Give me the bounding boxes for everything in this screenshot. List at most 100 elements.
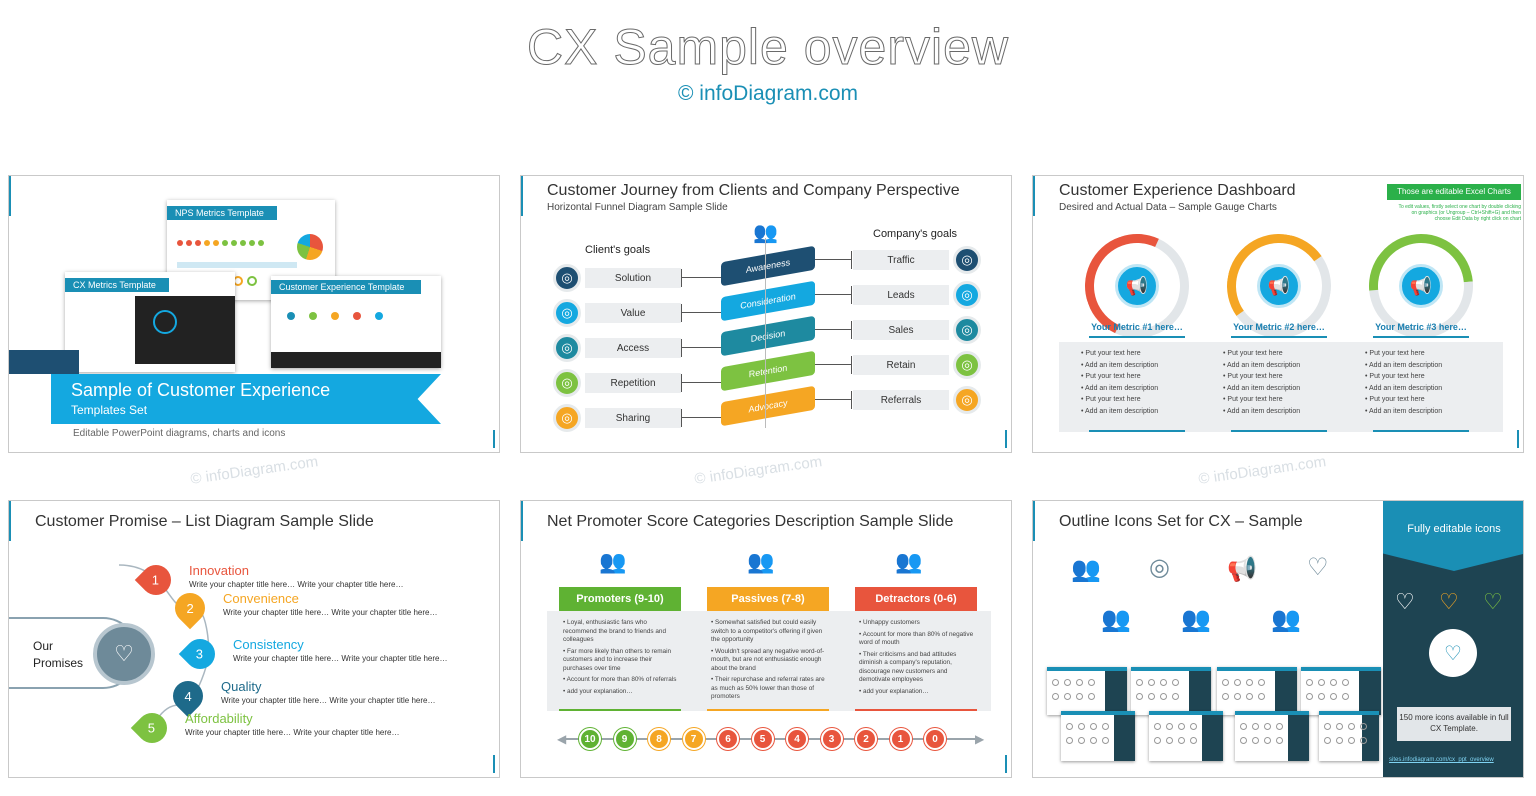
heart-hand-icon: ♡ — [93, 623, 155, 685]
target-icon: ◎ — [553, 404, 581, 432]
clients-goals-label: Client's goals — [585, 244, 651, 256]
metric-label: Your Metric #1 here… — [1091, 322, 1183, 332]
slide-title: Customer Promise – List Diagram Sample S… — [35, 513, 374, 530]
heart-hand-icon: ♡ — [1395, 589, 1415, 614]
nps-score-circle: 0 — [924, 728, 946, 750]
slide-subtitle: Horizontal Funnel Diagram Sample Slide — [547, 202, 728, 213]
template-link[interactable]: sites.infodiagram.com/cx_ppt_overview — [1389, 757, 1494, 763]
panel-note: 150 more icons available in full CX Temp… — [1397, 707, 1511, 741]
icon-sheet-thumbnail — [1047, 667, 1127, 715]
funnel-stage: Consideration — [721, 280, 815, 322]
funnel-stage: Decision — [721, 315, 815, 357]
megaphone-icon: 📢 — [1115, 264, 1159, 308]
page-title: CX Sample overview — [526, 19, 1010, 76]
metric-label: Your Metric #3 here… — [1375, 322, 1467, 332]
banner-subtitle: Templates Set — [71, 403, 148, 417]
slide-thumbnail-nps[interactable]: Net Promoter Score Categories Descriptio… — [520, 500, 1012, 778]
icon-sheet-thumbnail — [1131, 667, 1211, 715]
heart-hand-icon: ♡ — [1483, 589, 1503, 614]
target-icon: ◎ — [953, 351, 981, 379]
target-icon: ◎ — [553, 299, 581, 327]
copyright: © infoDiagram.com — [677, 82, 859, 105]
nps-score-circle: 7 — [682, 728, 705, 750]
banner: Sample of Customer Experience Templates … — [51, 374, 441, 424]
metric-bullets: Put your text hereAdd an item descriptio… — [1365, 348, 1442, 417]
target-icon: ◎ — [1149, 554, 1170, 581]
funnel-stage: Awareness — [721, 245, 815, 287]
icon-sheet-thumbnail — [1235, 711, 1309, 761]
promoter-icon: 👥 — [1101, 606, 1131, 633]
heart-hand-icon: ♡ — [1439, 589, 1459, 614]
watermark: © infoDiagram.com — [1197, 453, 1328, 488]
nps-category-header: Passives (7-8) — [707, 587, 829, 611]
target-icon: ◎ — [953, 246, 981, 274]
funnel-stage: Retention — [721, 350, 815, 392]
slide-thumbnail-outline-icons[interactable]: Outline Icons Set for CX – Sample Fully … — [1032, 500, 1524, 778]
excel-note: To edit values, firstly select one chart… — [1398, 204, 1521, 222]
client-goal-bar: Repetition — [585, 373, 681, 393]
company-goal-bar: Traffic — [853, 250, 949, 270]
nps-category-bullets: Unhappy customersAccount for more than 8… — [859, 619, 975, 699]
slide-thumbnail-dashboard[interactable]: Customer Experience Dashboard Desired an… — [1032, 175, 1524, 453]
nps-score-circle: 6 — [717, 728, 739, 750]
nps-score-circle: 1 — [889, 728, 912, 750]
nps-category-header: Promoters (9-10) — [559, 587, 681, 611]
nps-dots — [177, 240, 264, 246]
target-icon: ◎ — [953, 281, 981, 309]
people-icon: 👥 — [1071, 556, 1101, 583]
detractor-icon: 👥 — [1181, 606, 1211, 633]
excel-badge: Those are editable Excel Charts — [1387, 184, 1521, 200]
slide-thumbnail-overview[interactable]: NPS Metrics Template CX Metrics Template… — [8, 175, 500, 453]
company-goal-bar: Referrals — [853, 390, 949, 410]
nps-score-circle: 4 — [786, 728, 808, 750]
nps-category-bullets: Loyal, enthusiastic fans who recommend t… — [563, 619, 679, 699]
nps-score-circle: 10 — [579, 728, 601, 750]
ce-template-card: Customer Experience Template — [271, 276, 441, 368]
people-icon: 👥 — [753, 222, 778, 244]
icons-panel: Fully editable icons ♡ ♡ ♡ ♡ 150 more ic… — [1383, 501, 1523, 777]
heart-hand-icon: ♡ — [1307, 554, 1329, 581]
caption: Editable PowerPoint diagrams, charts and… — [73, 428, 286, 439]
client-goal-bar: Access — [585, 338, 681, 358]
client-goal-bar: Sharing — [585, 408, 681, 428]
company-goal-bar: Leads — [853, 285, 949, 305]
metric-bullets: Put your text hereAdd an item descriptio… — [1223, 348, 1300, 417]
target-icon: ◎ — [553, 334, 581, 362]
panel-title: Fully editable icons — [1407, 523, 1501, 535]
slide-title: Customer Journey from Clients and Compan… — [547, 182, 960, 199]
icon-sheet-thumbnail — [1319, 711, 1379, 761]
icon-sheet-thumbnail — [1301, 667, 1381, 715]
slide-thumbnail-customer-promise[interactable]: Customer Promise – List Diagram Sample S… — [8, 500, 500, 778]
client-goal-bar: Solution — [585, 268, 681, 288]
slide-thumbnail-customer-journey[interactable]: Customer Journey from Clients and Compan… — [520, 175, 1012, 453]
banner-title: Sample of Customer Experience — [71, 380, 331, 400]
people-icon: 👥 — [599, 549, 627, 574]
target-icon: ◎ — [553, 264, 581, 292]
company-goals-label: Company's goals — [873, 228, 958, 240]
nps-score-circle: 2 — [855, 728, 877, 750]
slide-title: Outline Icons Set for CX – Sample — [1059, 513, 1303, 530]
icon-sheet-thumbnail — [1061, 711, 1135, 761]
passive-icon: 👥 — [1271, 606, 1301, 633]
watermark: © infoDiagram.com — [693, 453, 824, 488]
company-goal-bar: Retain — [853, 355, 949, 375]
slide-title: Customer Experience Dashboard — [1059, 182, 1296, 199]
nps-template-title: NPS Metrics Template — [167, 206, 277, 220]
target-icon: ◎ — [953, 386, 981, 414]
watermark: © infoDiagram.com — [189, 453, 320, 488]
metric-bullets: Put your text hereAdd an item descriptio… — [1081, 348, 1158, 417]
funnel-stage: Advocacy — [721, 385, 815, 427]
slide-title: Net Promoter Score Categories Descriptio… — [547, 513, 954, 530]
nps-score-circle: 3 — [820, 728, 843, 750]
nps-score-circle: 9 — [613, 728, 636, 750]
company-goal-bar: Sales — [853, 320, 949, 340]
ce-template-title: Customer Experience Template — [271, 280, 421, 294]
megaphone-icon: 📢 — [1257, 264, 1301, 308]
heart-hand-icon: ♡ — [1429, 629, 1477, 677]
